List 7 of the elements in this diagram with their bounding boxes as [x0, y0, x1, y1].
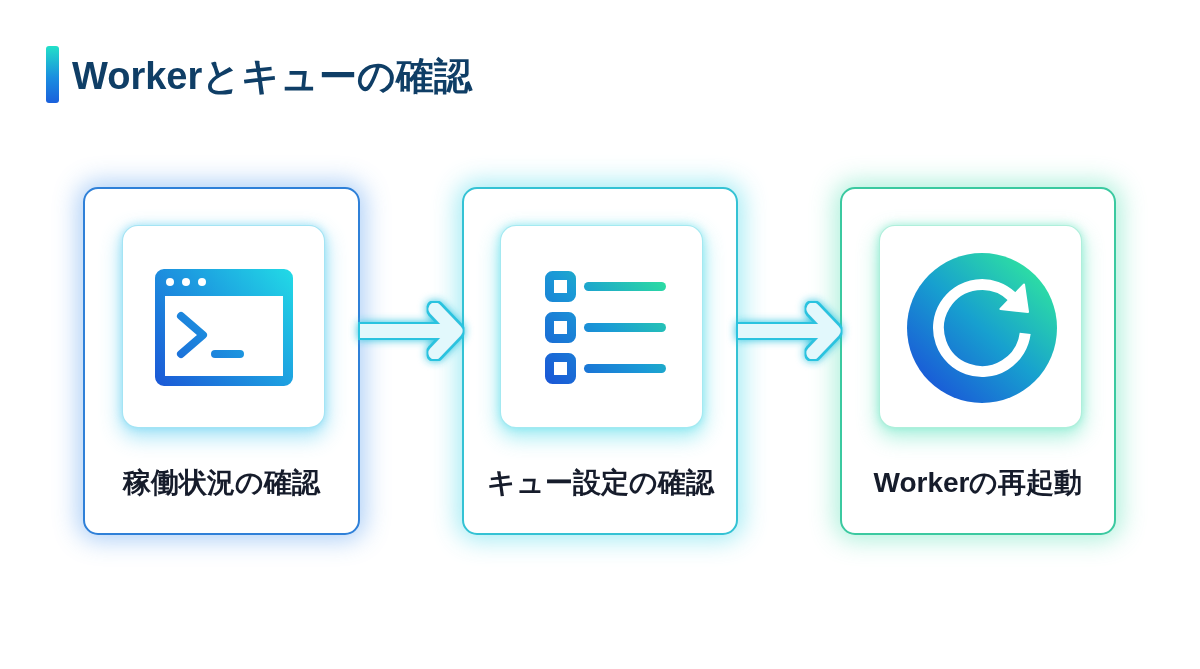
step-card — [83, 187, 360, 535]
title: Workerとキューの確認 — [72, 54, 473, 99]
step-card — [840, 187, 1116, 535]
step-label: Workerの再起動 — [873, 466, 1083, 500]
step-card — [462, 187, 738, 535]
step-label: 稼働状況の確認 — [123, 466, 320, 500]
step-label: キュー設定の確認 — [486, 466, 714, 500]
